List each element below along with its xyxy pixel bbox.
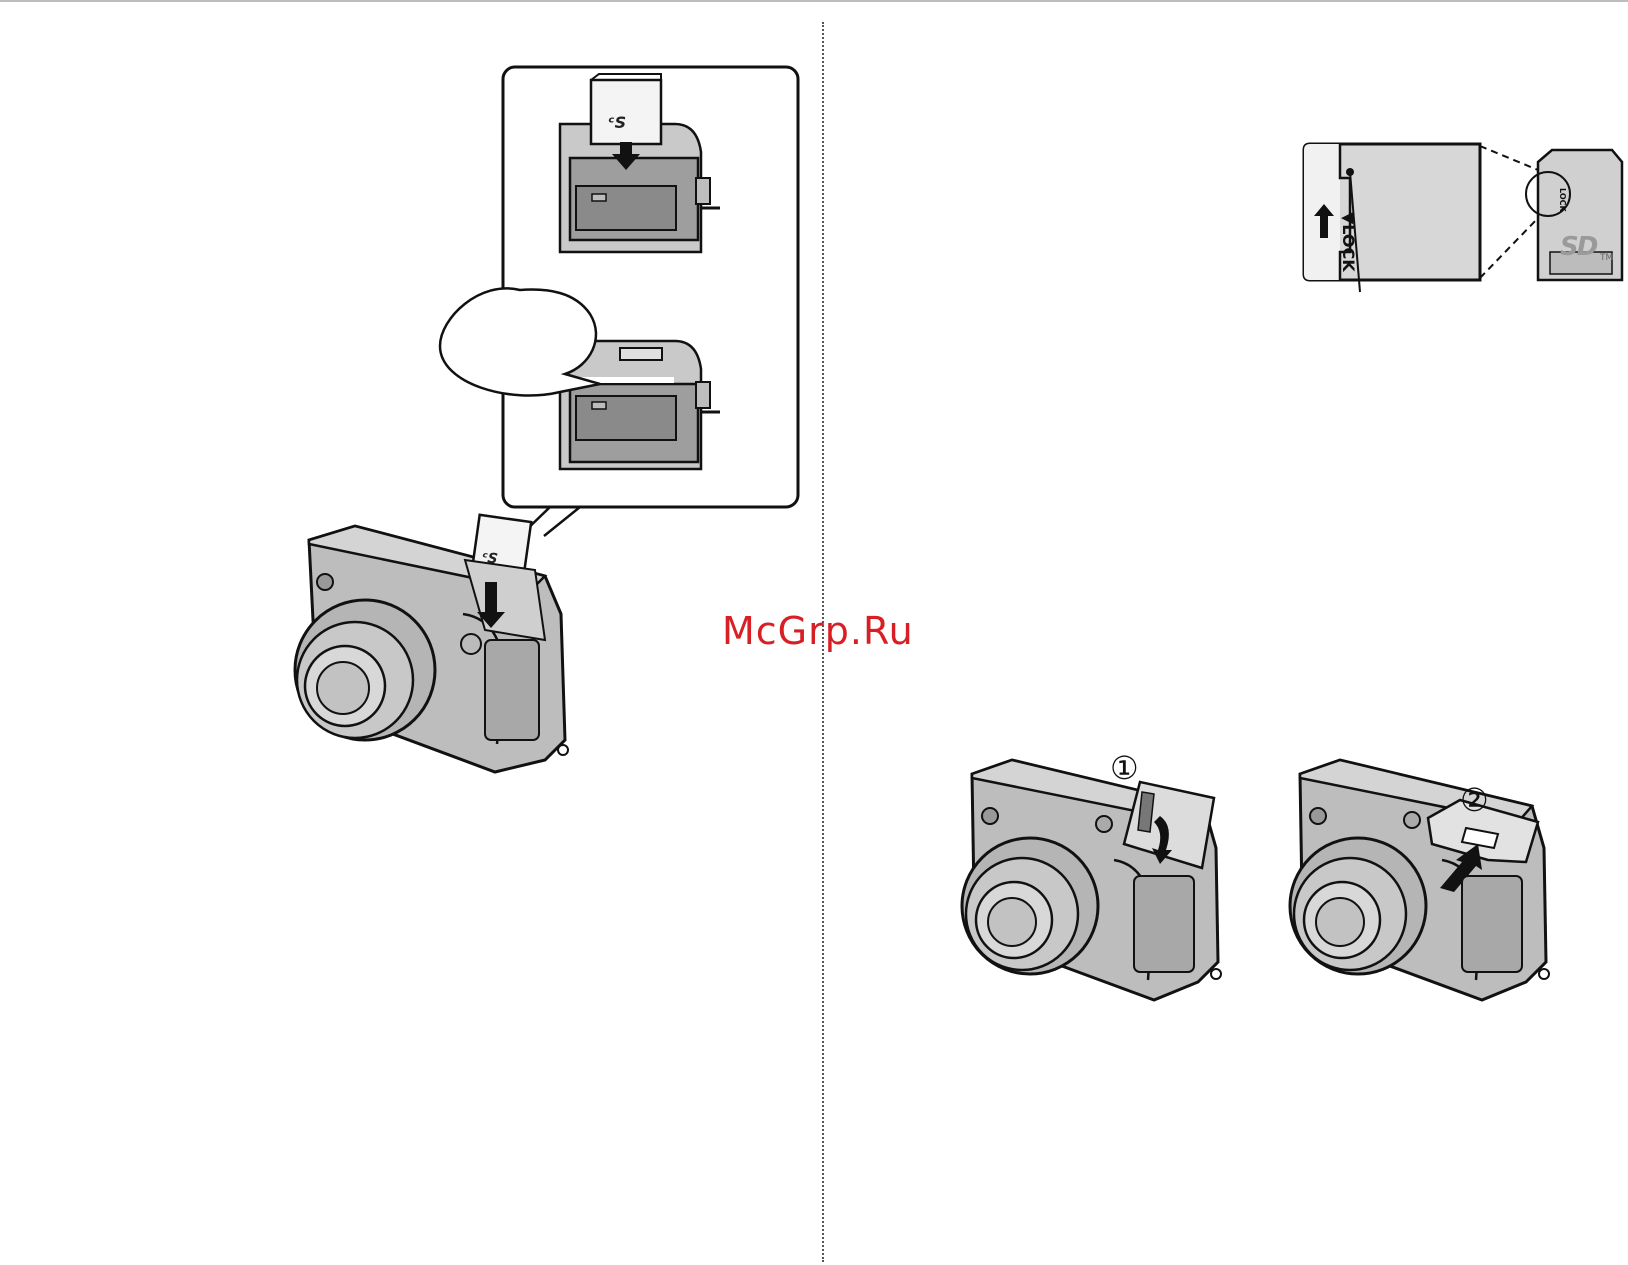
trademark-mark: TM	[1600, 253, 1613, 263]
lock-label: ▼LOCK	[1339, 212, 1358, 272]
step-1-marker: ①	[1110, 752, 1139, 784]
sd-logo: SD	[1560, 232, 1596, 262]
svg-text:LOCK: LOCK	[1558, 188, 1567, 212]
card-slot-inset-figure: ᶜS	[440, 66, 800, 536]
svg-text:ᶜS: ᶜS	[608, 113, 626, 132]
watermark: McGrp.Ru	[722, 612, 914, 650]
step-2-marker: ②	[1460, 784, 1489, 816]
close-cover-step-2-figure	[1292, 756, 1562, 1006]
close-cover-step-1-figure	[964, 756, 1234, 1006]
camera-card-insertion-figure: ᶜS	[295, 520, 585, 790]
top-rule	[0, 0, 1628, 2]
